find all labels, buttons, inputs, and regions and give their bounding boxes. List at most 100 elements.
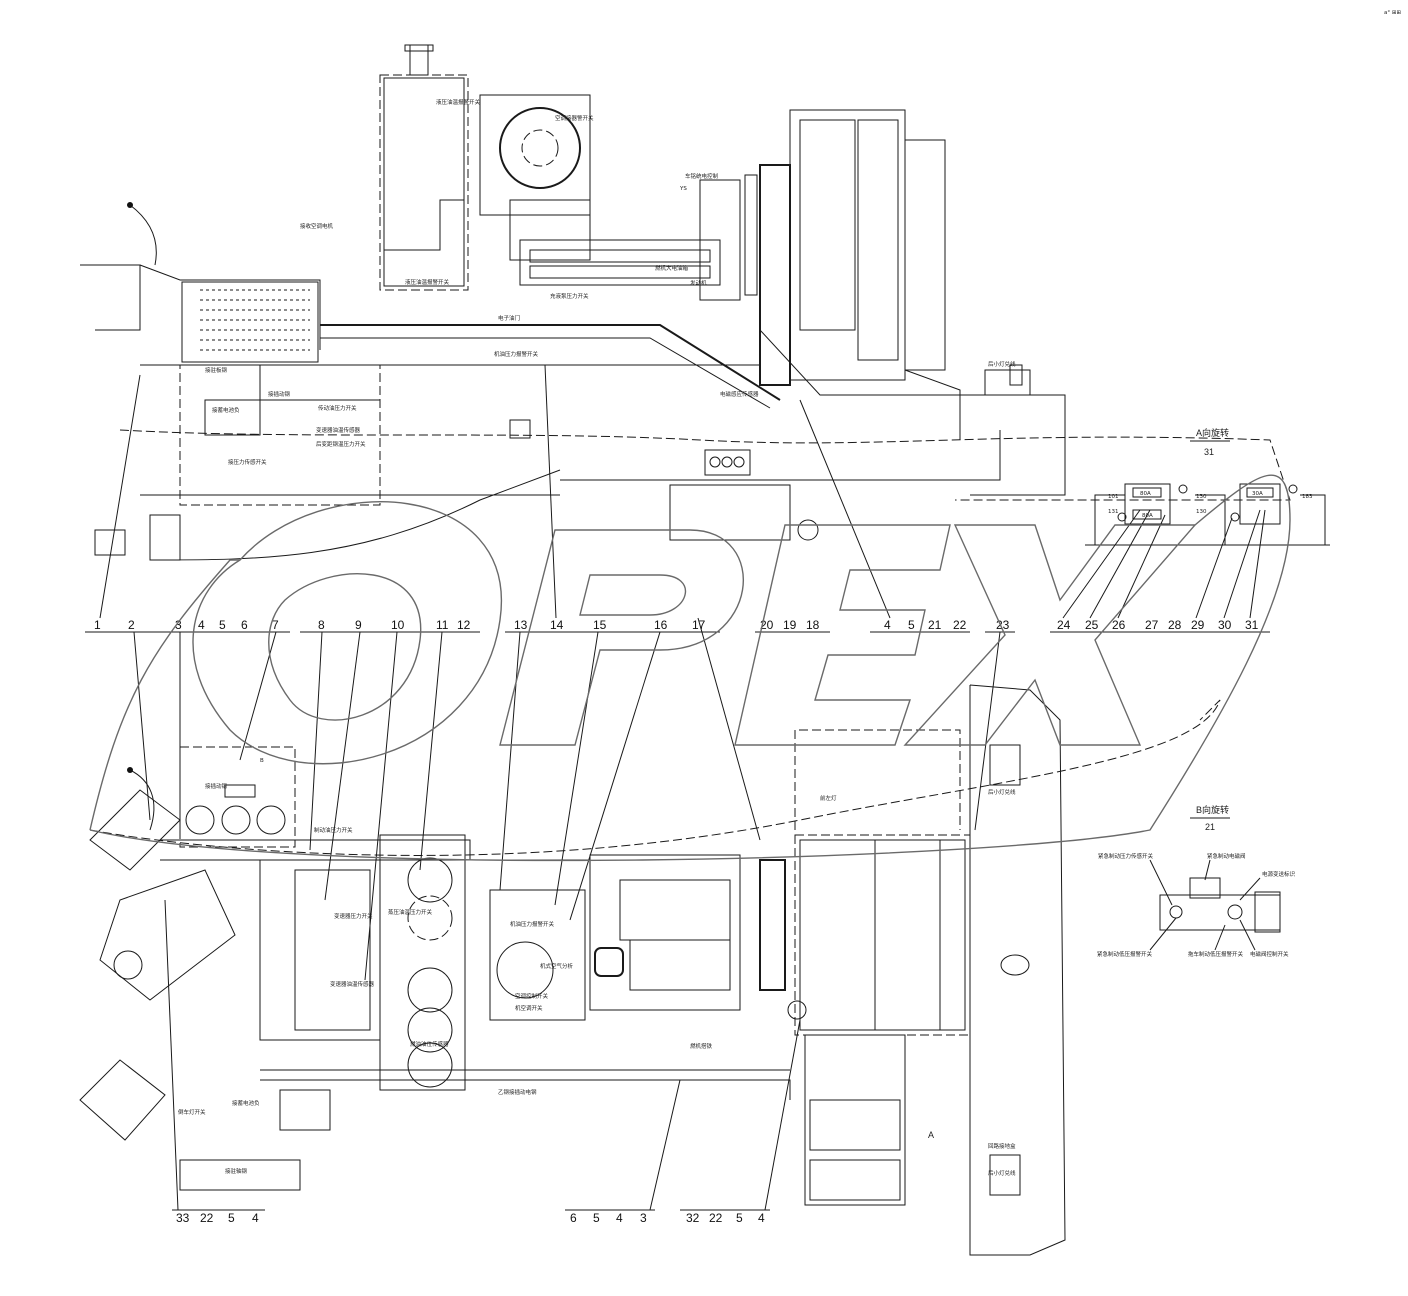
pn-lower-3: 3 bbox=[640, 1211, 647, 1225]
pn-5: 5 bbox=[219, 618, 226, 632]
b-callout-20: 接蓄电池负 bbox=[232, 1099, 260, 1107]
b-callout-1: 接插动钢 bbox=[205, 782, 228, 790]
b-callout-3: 变速器压力开关 bbox=[334, 912, 373, 920]
view-a-scale: 31 bbox=[1204, 447, 1214, 457]
pn-12: 12 bbox=[457, 618, 471, 632]
b-callout-12: 前左灯 bbox=[820, 794, 837, 802]
b-callout-18: 乙钢接插动电钢 bbox=[498, 1088, 537, 1096]
callout-left-7: 后变距钢温压力开关 bbox=[316, 440, 366, 448]
callout-hydraulic-oil-temp: 液压油温报警开关 bbox=[436, 98, 481, 106]
pn-6: 6 bbox=[241, 618, 248, 632]
pn-15: 15 bbox=[593, 618, 607, 632]
b-callout-19: 倒车灯开关 bbox=[178, 1108, 206, 1116]
callout-ys: YS bbox=[679, 186, 687, 192]
callout-inductive-sensor: 电磁感应传感器 bbox=[720, 390, 759, 398]
b-callout-14: A bbox=[928, 1130, 934, 1140]
callout-engine: 发动机 bbox=[690, 279, 707, 287]
vb-label-2: 紧急制动电磁阀 bbox=[1207, 852, 1246, 860]
callout-left-4: 接蓄电池负 bbox=[212, 406, 240, 414]
view-a-title: A向旋转 bbox=[1196, 427, 1229, 438]
callout-throttle: 电子油门 bbox=[498, 314, 520, 322]
pn-5b: 5 bbox=[908, 618, 915, 632]
pn-8: 8 bbox=[318, 618, 325, 632]
pn-lower-32: 32 bbox=[686, 1211, 700, 1225]
pn-lower-33: 33 bbox=[176, 1211, 190, 1225]
bottom-view-drawing: B bbox=[80, 685, 1220, 1255]
b-callout-6: 机油压力报警开关 bbox=[510, 920, 555, 928]
pn-lower-22: 22 bbox=[200, 1211, 214, 1225]
b-callout-13: 后小灯兑线 bbox=[988, 1169, 1016, 1177]
callout-left-5: 变速器油温传感器 bbox=[316, 426, 361, 434]
b-label: B bbox=[260, 758, 264, 764]
pn-4: 4 bbox=[198, 618, 205, 632]
b-callout-9: 机空调开关 bbox=[515, 1004, 543, 1012]
pn-25: 25 bbox=[1085, 618, 1099, 632]
callout-charge-pump: 充液泵压力开关 bbox=[550, 292, 589, 300]
b-callout-16: 燃机搭铁 bbox=[690, 1042, 713, 1050]
callout-left-6: 接压力传感开关 bbox=[228, 458, 267, 466]
pn-26: 26 bbox=[1112, 618, 1126, 632]
vb-label-3: 电源变送标识 bbox=[1262, 870, 1296, 878]
callout-vehicle-control: 车铭统电控制 bbox=[685, 172, 719, 180]
vb-label-6: 电磁阀控制开关 bbox=[1250, 950, 1289, 958]
view-b-title: B向旋转 bbox=[1196, 804, 1229, 815]
pn-lower-4b: 4 bbox=[616, 1211, 623, 1225]
wire-183: 183 bbox=[1302, 494, 1313, 500]
callout-ac-motor: 接收空调电机 bbox=[300, 222, 334, 230]
top-view-drawing bbox=[80, 45, 1290, 560]
callout-ac-alarm: 空调接器警开关 bbox=[555, 114, 594, 122]
pn-13: 13 bbox=[514, 618, 528, 632]
pn-lower-22b: 22 bbox=[709, 1211, 723, 1225]
pn-16: 16 bbox=[654, 618, 668, 632]
callout-left-1: 接驻板钢 bbox=[205, 366, 228, 374]
pn-22: 22 bbox=[953, 618, 967, 632]
vb-label-1: 紧急制动压力传感开关 bbox=[1098, 852, 1154, 860]
pn-1: 1 bbox=[94, 618, 101, 632]
part-number-row-upper: 1 2 3 4 5 6 7 8 9 10 11 12 13 14 15 16 1… bbox=[85, 365, 1270, 980]
b-callout-7: 燃油油位传感器 bbox=[410, 1040, 449, 1048]
pn-21: 21 bbox=[928, 618, 942, 632]
pn-24: 24 bbox=[1057, 618, 1071, 632]
vb-label-5: 拖车制动低压报警开关 bbox=[1188, 950, 1244, 958]
wire-130-a: 130 bbox=[1196, 494, 1207, 500]
view-b-scale: 21 bbox=[1205, 822, 1215, 832]
pn-lower-5: 5 bbox=[228, 1211, 235, 1225]
wire-101: 101 bbox=[1108, 494, 1119, 500]
wire-131: 131 bbox=[1108, 509, 1119, 515]
pn-9: 9 bbox=[355, 618, 362, 632]
b-callout-2: 制动油压力开关 bbox=[314, 826, 353, 834]
pn-18: 18 bbox=[806, 618, 820, 632]
pn-lower-6: 6 bbox=[570, 1211, 577, 1225]
callout-oil-pressure-alarm: 机油压力报警开关 bbox=[494, 350, 539, 358]
pn-30: 30 bbox=[1218, 618, 1232, 632]
pn-29: 29 bbox=[1191, 618, 1205, 632]
pn-19: 19 bbox=[783, 618, 797, 632]
vb-label-4: 紧急制动低压报警开关 bbox=[1097, 950, 1153, 958]
pn-11: 11 bbox=[436, 618, 449, 632]
pn-lower-4: 4 bbox=[252, 1211, 259, 1225]
bottom-view-callouts: 接插动钢 制动油压力开关 变速器压力开关 变速器油温传感器 蒸压油温压力开关 机… bbox=[178, 782, 1016, 1177]
b-callout-10: 空调控制开关 bbox=[515, 992, 549, 1000]
view-b-detail: B向旋转 21 紧急制动压力传感开关 紧急制动电磁阀 电源变送标识 紧急制动低压… bbox=[1097, 804, 1296, 958]
b-callout-8: 机式空气分析 bbox=[540, 962, 574, 970]
callout-hydraulic-oil-temp-2: 液压油温报警开关 bbox=[405, 278, 450, 286]
callout-rear-light: 后小灯兑线 bbox=[988, 360, 1016, 368]
pn-lower-5c: 5 bbox=[736, 1211, 743, 1225]
b-callout-17: 接驻轴钢 bbox=[225, 1167, 248, 1175]
callout-left-2: 接插动钢 bbox=[268, 390, 291, 398]
b-callout-15: 回路接地盒 bbox=[988, 1142, 1016, 1150]
b-callout-4: 变速器油温传感器 bbox=[330, 980, 375, 988]
pn-14: 14 bbox=[550, 618, 564, 632]
pn-4b: 4 bbox=[884, 618, 891, 632]
pn-10: 10 bbox=[391, 618, 405, 632]
wire-130-b: 130 bbox=[1196, 509, 1207, 515]
pn-lower-4c: 4 bbox=[758, 1211, 765, 1225]
pn-2: 2 bbox=[128, 618, 135, 632]
top-view-callouts: 液压油温报警开关 空调接器警开关 车铭统电控制 YS 燃机大电油箱 发动机 电子… bbox=[205, 98, 1016, 466]
pn-27: 27 bbox=[1145, 618, 1159, 632]
fuse-30a: 30A bbox=[1252, 491, 1263, 497]
callout-left-3: 传动油压力开关 bbox=[318, 404, 357, 412]
b-callout-5: 蒸压油温压力开关 bbox=[388, 908, 433, 916]
pn-31: 31 bbox=[1245, 618, 1259, 632]
